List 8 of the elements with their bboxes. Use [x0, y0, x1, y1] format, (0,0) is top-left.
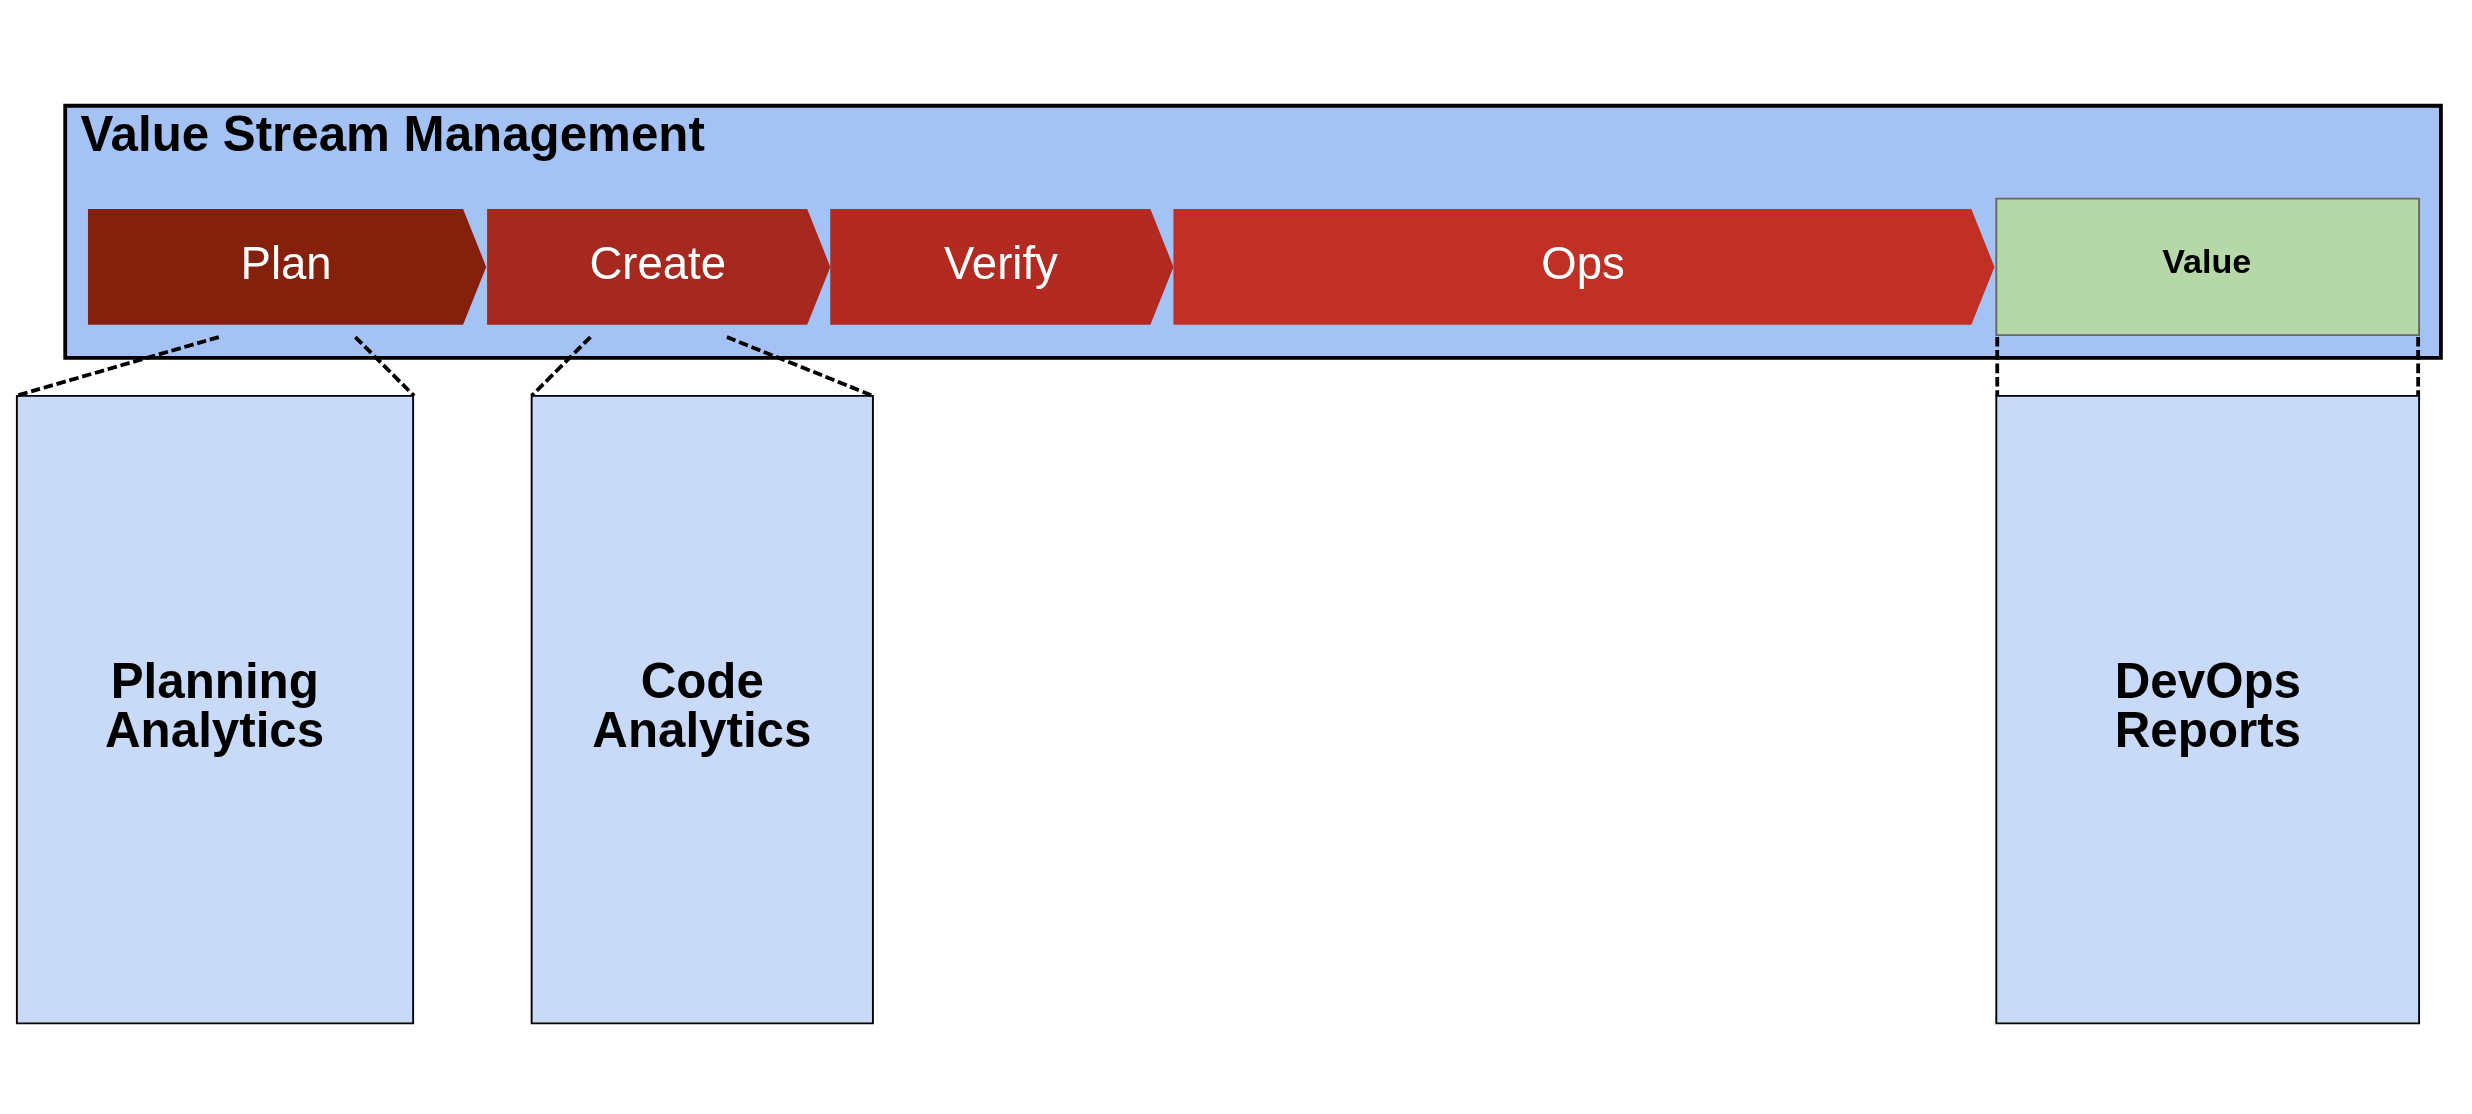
node-box: Planning Analytics	[15, 394, 415, 1025]
node-box: Value	[1995, 197, 2421, 337]
connector	[726, 335, 874, 398]
connector	[2416, 337, 2421, 396]
node-box: Code Analytics	[530, 394, 874, 1025]
connector	[1995, 337, 2000, 396]
connector	[15, 335, 220, 398]
node-box: DevOps Reports	[1995, 394, 2421, 1025]
